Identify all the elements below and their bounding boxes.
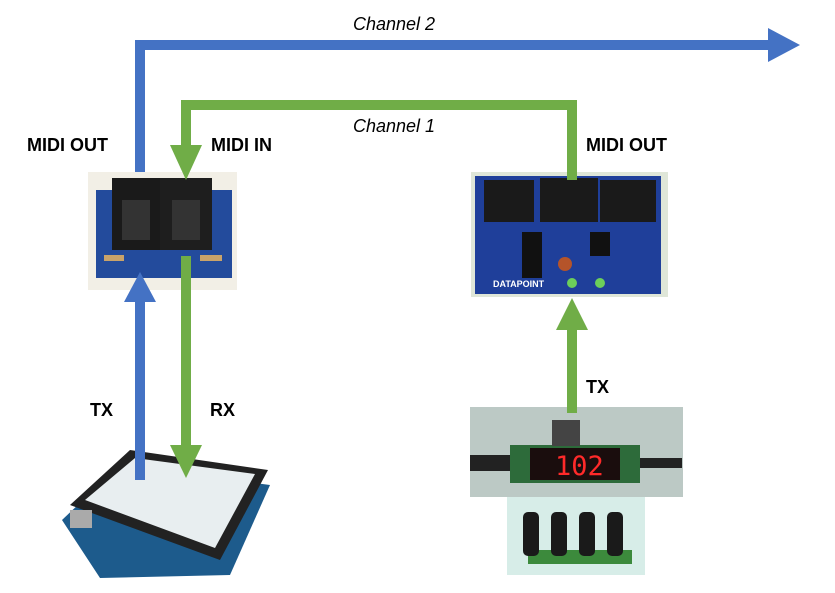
display-digits: 102 (555, 451, 604, 482)
midi-shield-photo (88, 172, 237, 290)
right-tx-arrow (556, 298, 588, 413)
left-rx-label: RX (210, 400, 236, 420)
channel-2-label: Channel 2 (353, 14, 436, 34)
channel-2-arrow (135, 28, 800, 172)
potentiometer-board-photo (507, 497, 645, 575)
left-tx-label: TX (90, 400, 114, 420)
board-brand: DATAPOINT (493, 279, 545, 289)
left-rx-arrow (170, 256, 202, 478)
right-midi-out-label: MIDI OUT (586, 135, 667, 155)
left-midi-in-label: MIDI IN (211, 135, 272, 155)
arduino-led-matrix-photo (62, 450, 270, 578)
left-midi-out-label: MIDI OUT (27, 135, 108, 155)
datapoint-midi-interface-photo: DATAPOINT (471, 172, 668, 297)
right-tx-label: TX (586, 377, 610, 397)
channel-1-arrow (170, 100, 577, 180)
left-tx-arrow (124, 272, 156, 480)
seven-segment-display-photo: 102 (470, 407, 683, 497)
channel-1-label: Channel 1 (353, 116, 436, 136)
